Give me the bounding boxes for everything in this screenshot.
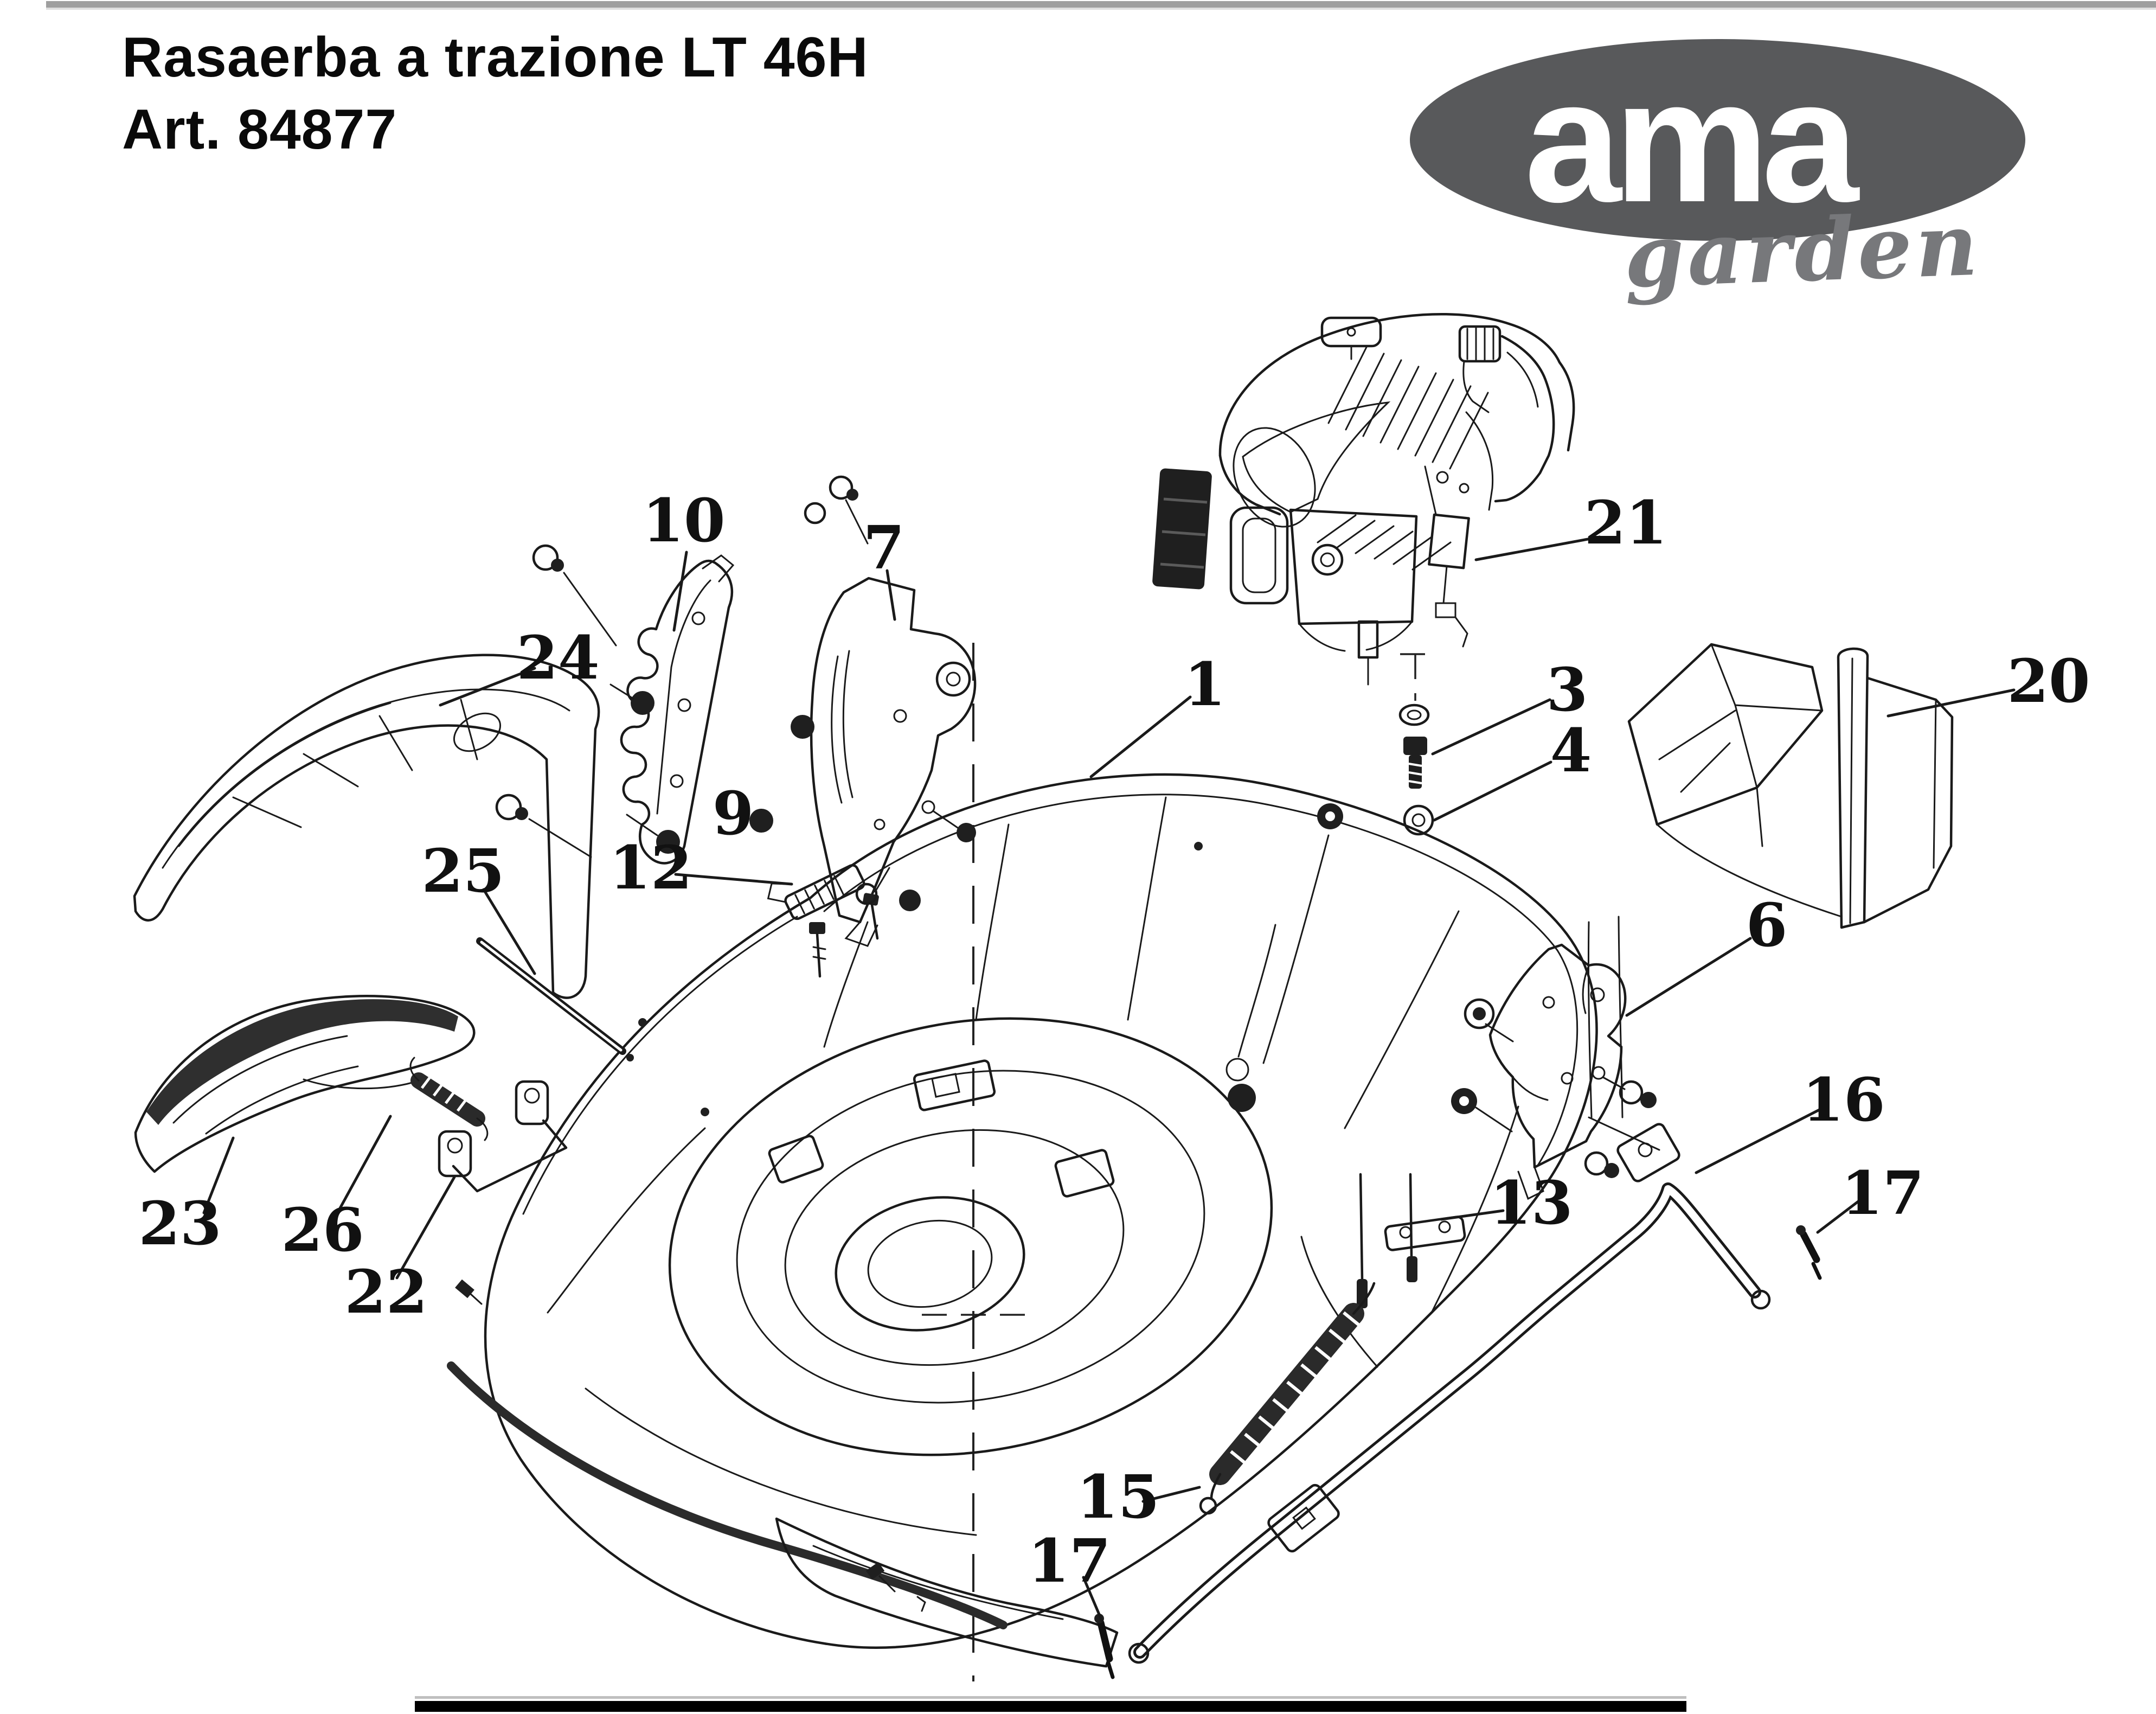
part-callout-25: 25 (421, 836, 504, 906)
part-callout-22: 22 (344, 1257, 427, 1327)
deck-centerline (922, 643, 1430, 1681)
part-26-spring (409, 1057, 489, 1141)
part-13-plate (1357, 1173, 1466, 1308)
front-skirt (775, 1517, 1119, 1668)
part-callout-9: 9 (713, 778, 754, 848)
part-22-handle-bracket (438, 1080, 568, 1305)
fuel-tank (1465, 335, 1555, 511)
recoil-starter (1320, 316, 1382, 360)
hardware-upper-left (495, 475, 976, 911)
part-callout-1: 1 (1184, 649, 1226, 719)
part-23-front-cover (134, 995, 476, 1173)
bottom-rule-light (415, 1696, 1686, 1699)
part-12-bolts (809, 893, 879, 978)
page-title-line2: Art. 84877 (122, 98, 397, 162)
part-15-spring (1199, 1282, 1376, 1515)
part-callout-12: 12 (609, 833, 692, 903)
part-callout-7: 7 (863, 513, 905, 583)
part-callout-6: 6 (1746, 890, 1788, 960)
part-callout-4: 4 (1550, 715, 1592, 785)
part-16-lower-handle (1128, 1182, 1771, 1664)
ama-garden-logo: ama garden (1410, 39, 2025, 308)
part-25-rod (476, 937, 634, 1061)
part-callout-17-right: 17 (1841, 1158, 1924, 1228)
page-title: Rasaerba a trazione LT 46H Art. 84877 (122, 22, 869, 166)
part-callout-23: 23 (138, 1188, 221, 1258)
crankshaft-stub (1357, 620, 1379, 686)
air-filter (1152, 468, 1212, 590)
page-title-line1: Rasaerba a trazione LT 46H (122, 26, 869, 89)
part-1-deck (447, 773, 1680, 1668)
hardware-bolt-stack-3-4 (1317, 703, 1434, 836)
page-top-rule-shadow (46, 8, 2156, 10)
part-callout-15: 15 (1076, 1462, 1159, 1532)
part-callout-21: 21 (1584, 488, 1667, 558)
page-top-rule (46, 1, 2156, 8)
part-12-latch-bracket (767, 864, 865, 920)
muffler (1229, 506, 1289, 605)
part-callout-26: 26 (281, 1195, 364, 1265)
part-callout-17-bottom: 17 (1028, 1526, 1111, 1596)
part-20-deflector (1627, 643, 1954, 929)
callout-leaders (202, 535, 2016, 1622)
logo-brand-text: ama (1524, 44, 1858, 239)
fuel-cap (1458, 325, 1502, 413)
part-callout-20: 20 (2007, 646, 2090, 716)
bottom-rule (415, 1701, 1686, 1712)
blade-hub (768, 1059, 1115, 1332)
part-7-bracket-plate (810, 577, 977, 947)
part-6-right-bracket (1488, 943, 1627, 1200)
part-6-fasteners (1451, 998, 1657, 1178)
part-24-rear-cover (133, 654, 600, 999)
handle-clamp (1267, 1483, 1340, 1553)
carburetor-linkage (1424, 465, 1470, 648)
part-callout-10: 10 (642, 485, 725, 555)
part-callout-13: 13 (1490, 1168, 1573, 1238)
cylinder-block (1289, 508, 1418, 652)
part-21-engine (1152, 312, 1575, 686)
part-callout-3: 3 (1547, 655, 1588, 725)
part-17-pin-right (1796, 1225, 1822, 1280)
cooling-fins (1317, 346, 1489, 571)
part-callout-16: 16 (1802, 1065, 1885, 1135)
part-callout-24: 24 (516, 623, 599, 693)
